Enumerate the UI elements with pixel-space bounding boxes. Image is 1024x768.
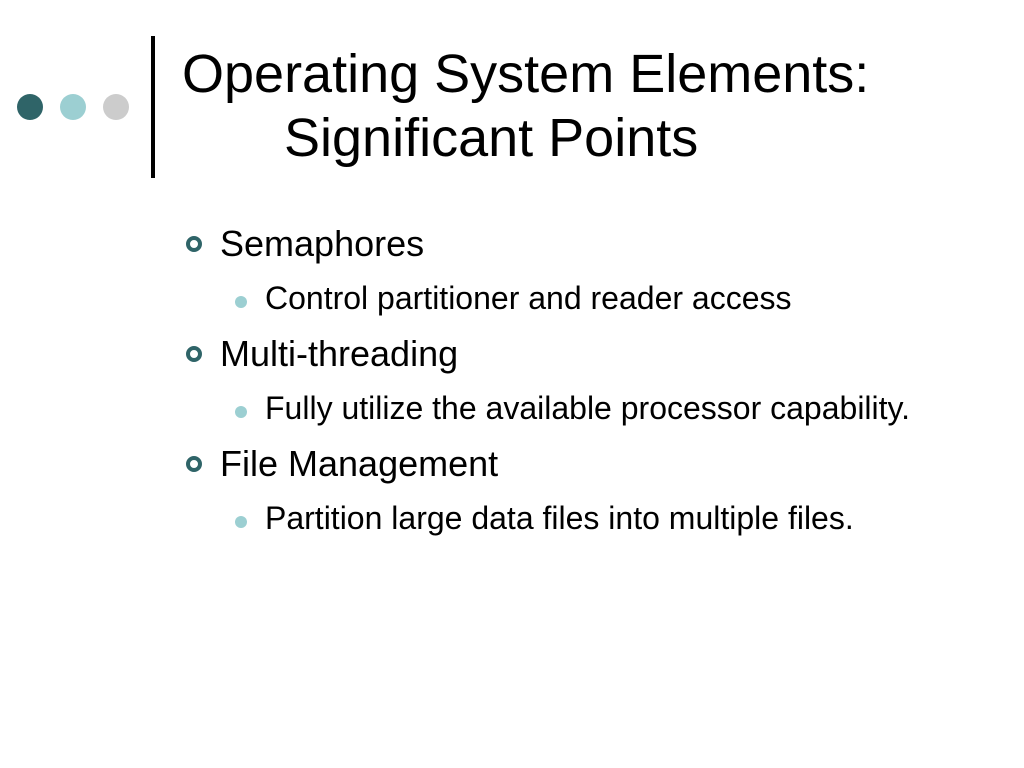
title-divider	[151, 36, 155, 178]
slide-title-line1: Operating System Elements:	[182, 44, 870, 104]
ring-bullet-icon	[186, 346, 202, 362]
decorative-dot-light	[60, 94, 86, 120]
dot-bullet-icon	[235, 296, 247, 308]
ring-bullet-icon	[186, 236, 202, 252]
slide-title: Operating System Elements: Significant P…	[182, 42, 1002, 170]
dot-bullet-icon	[235, 406, 247, 418]
bullet-list: Semaphores Control partitioner and reade…	[184, 220, 964, 540]
sub-bullet-text: Fully utilize the available processor ca…	[265, 390, 911, 426]
sub-bullet-item: Partition large data files into multiple…	[184, 496, 964, 540]
sub-bullet-item: Control partitioner and reader access	[184, 276, 964, 320]
bullet-text: File Management	[220, 443, 499, 484]
sub-bullet-text: Partition large data files into multiple…	[265, 500, 854, 536]
bullet-item-file-management: File Management	[184, 440, 964, 488]
bullet-item-semaphores: Semaphores	[184, 220, 964, 268]
slide-title-line2: Significant Points	[284, 108, 699, 168]
bullet-text: Semaphores	[220, 223, 425, 264]
ring-bullet-icon	[186, 456, 202, 472]
sub-bullet-item: Fully utilize the available processor ca…	[184, 386, 964, 430]
bullet-text: Multi-threading	[220, 333, 459, 374]
decorative-dot-gray	[103, 94, 129, 120]
bullet-item-multi-threading: Multi-threading	[184, 330, 964, 378]
sub-bullet-text: Control partitioner and reader access	[265, 280, 792, 316]
decorative-dot-dark	[17, 94, 43, 120]
dot-bullet-icon	[235, 516, 247, 528]
